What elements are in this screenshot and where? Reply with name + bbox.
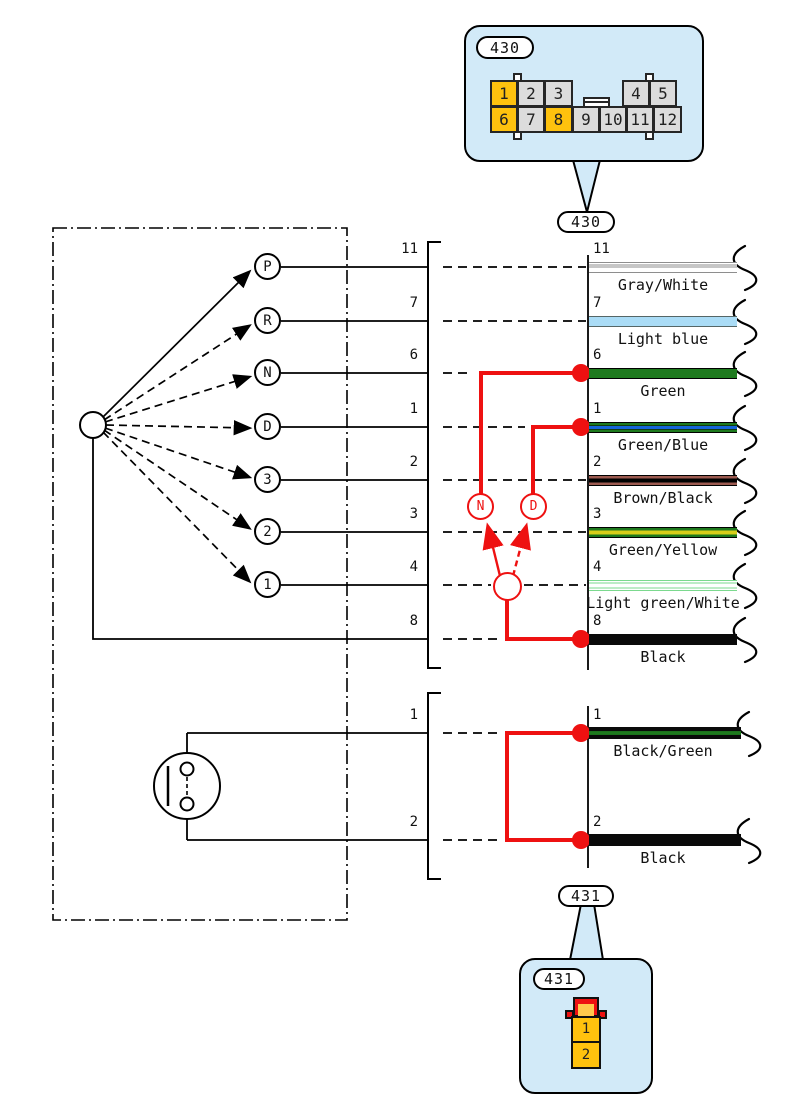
wire-brown-black <box>589 475 737 486</box>
callout-pointer-431 <box>568 903 605 961</box>
connector-431-divider <box>571 1041 601 1043</box>
selector-arrow-r <box>103 324 252 421</box>
pin-number-left: 4 <box>409 559 418 575</box>
wire-black <box>589 634 737 645</box>
wire-light-blue <box>589 316 737 327</box>
wire-color-label: Brown/Black <box>613 489 713 507</box>
active-mark-d: D <box>520 493 547 520</box>
pin-cell-4: 4 <box>622 80 650 107</box>
wire-gray-white <box>589 262 737 273</box>
connector-430-label: 430 <box>476 36 534 59</box>
pin-number-right: 2 <box>593 454 602 470</box>
bracket-top <box>427 241 441 669</box>
selector-arrow-1 <box>102 431 252 584</box>
pin-cell-1: 1 <box>490 80 518 107</box>
wire-black-green <box>589 727 741 739</box>
pin-number-right: 11 <box>593 241 610 257</box>
connector-431-cavity-2: 2 <box>581 1047 591 1063</box>
position-circle-n: N <box>254 359 281 386</box>
active-mark-node <box>493 572 522 601</box>
wire-color-label: Gray/White <box>617 276 709 294</box>
wire-color-label: Green <box>640 382 686 400</box>
wire-color-label: Black/Green <box>613 742 713 760</box>
harness-dashed-wires <box>443 266 586 841</box>
connector-430-tag: 430 <box>557 211 615 233</box>
selector-arrow-3 <box>104 427 253 480</box>
selector-pivot-circle <box>79 411 107 439</box>
connector-431-side-tab <box>598 1010 607 1019</box>
pin-cell-12: 12 <box>653 106 682 133</box>
active-mark-n: N <box>467 493 494 520</box>
wire-green-blue <box>589 422 737 433</box>
pin-number-left: 7 <box>409 295 418 311</box>
position-circle-p: P <box>254 253 281 280</box>
pin-number-left: 2 <box>409 814 418 830</box>
position-circle-3: 3 <box>254 466 281 493</box>
pin-number-right: 2 <box>593 814 602 830</box>
pin-number-left: 2 <box>409 454 418 470</box>
wire-color-label: Green/Yellow <box>608 541 718 559</box>
wire-color-label: Black <box>640 849 686 867</box>
pin-cell-5: 5 <box>649 80 677 107</box>
pin-number-right: 1 <box>593 401 602 417</box>
position-circle-r: R <box>254 307 281 334</box>
connector-431-lock-clip-inner <box>578 1004 594 1016</box>
component-boundary <box>52 227 348 921</box>
wire-black <box>589 834 741 846</box>
selector-arrow-2 <box>103 429 252 530</box>
switch-symbol <box>153 732 428 841</box>
pin-cell-2: 2 <box>517 80 545 107</box>
wire-color-label: Light blue <box>617 330 709 348</box>
pin-number-right: 7 <box>593 295 602 311</box>
wire-color-label: Green/Blue <box>617 436 709 454</box>
connector-431-label: 431 <box>533 968 585 990</box>
selector-arrow-d <box>105 420 253 436</box>
wire-green-yellow <box>589 527 737 538</box>
position-circle-2: 2 <box>254 518 281 545</box>
wire-color-label: Light green/White <box>586 594 740 612</box>
position-circle-d: D <box>254 413 281 440</box>
wire-green <box>589 368 737 379</box>
pin-cell-6: 6 <box>490 106 518 133</box>
pin-number-left: 8 <box>409 613 418 629</box>
connector-431-lock-clip <box>573 997 599 1017</box>
pin-number-right: 4 <box>593 559 602 575</box>
pin-cell-11: 11 <box>626 106 654 133</box>
position-circle-1: 1 <box>254 571 281 598</box>
connector-latch-line <box>585 101 608 103</box>
selector-arrow-p <box>102 269 252 418</box>
bracket-bottom <box>427 692 441 880</box>
connector-431-tag: 431 <box>558 885 614 907</box>
pin-number-left: 3 <box>409 506 418 522</box>
active-circuit-overlay <box>479 364 590 849</box>
pin-cell-9: 9 <box>572 106 600 133</box>
callout-pointer-430 <box>571 159 602 216</box>
wire-color-label: Black <box>640 648 686 666</box>
pin-cell-10: 10 <box>599 106 627 133</box>
pin-cell-8: 8 <box>544 106 573 133</box>
pin-cell-7: 7 <box>517 106 545 133</box>
pin-number-left: 6 <box>409 347 418 363</box>
pin-number-right: 1 <box>593 707 602 723</box>
ground-lead-line <box>92 438 428 640</box>
wire-light-green-white <box>589 580 737 591</box>
selector-arrow-n <box>104 374 253 423</box>
connector-431-cavity-1: 1 <box>581 1021 591 1037</box>
pin-number-right: 3 <box>593 506 602 522</box>
pin-number-left: 1 <box>409 707 418 723</box>
pin-number-right: 6 <box>593 347 602 363</box>
pin-number-left: 1 <box>409 401 418 417</box>
pin-cell-3: 3 <box>544 80 573 107</box>
pin-number-right: 8 <box>593 613 602 629</box>
pin-number-left: 11 <box>401 241 418 257</box>
